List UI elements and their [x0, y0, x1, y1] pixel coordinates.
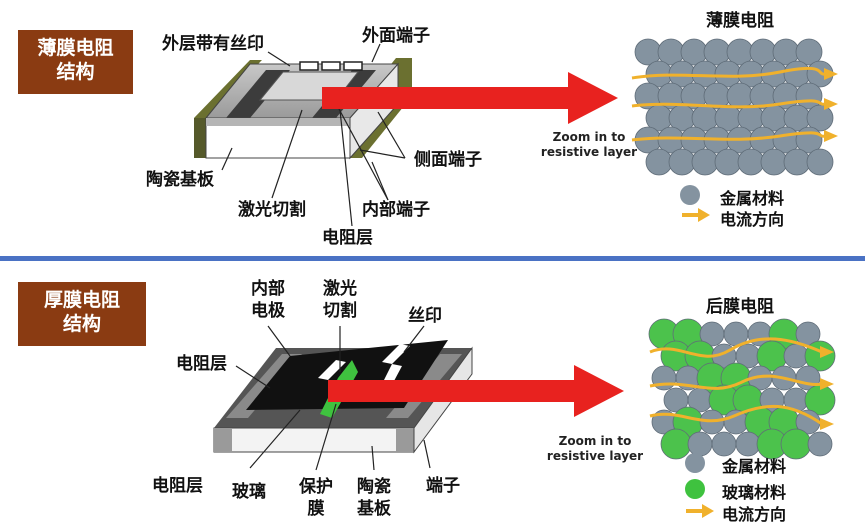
zoom-arrow-thick	[328, 365, 624, 417]
label-thick-ceramic: 陶瓷 基板	[352, 476, 396, 520]
metal-grain	[807, 431, 833, 457]
metal-grain	[645, 148, 673, 176]
label-side-terminal: 侧面端子	[414, 150, 482, 170]
metal-grain	[795, 38, 823, 66]
label-silkprint: 丝印	[408, 306, 442, 326]
label-thick-ceramic-line1: 陶瓷	[357, 477, 391, 497]
thick-legend-current: 电流方向	[722, 505, 787, 524]
label-thick-laser-cut-line2: 切割	[323, 301, 357, 321]
thick-film-tag-line2: 结构	[62, 313, 101, 335]
label-ceramic-substrate: 陶瓷基板	[146, 170, 214, 190]
thin-film-leader-lines	[221, 43, 406, 227]
thick-zoom-line1: Zoom in to	[558, 434, 632, 448]
label-inner-electrode-line2: 电极	[251, 301, 285, 321]
label-resistor-layer-top: 电阻层	[176, 354, 227, 374]
thin-legend-metal-swatch	[680, 185, 700, 205]
thick-micro-title: 后膜电阻	[706, 297, 774, 317]
metal-grain	[783, 148, 811, 176]
metal-grain	[760, 148, 788, 176]
metal-grain	[806, 104, 834, 132]
thick-legend-glass: 玻璃材料	[722, 483, 787, 502]
thick-film-microstructure	[648, 318, 836, 460]
thin-film-tag-line2: 结构	[56, 61, 95, 83]
label-thick-ceramic-line2: 基板	[357, 499, 391, 519]
thick-legend-metal: 金属材料	[722, 457, 787, 476]
thick-film-tag-line1: 厚膜电阻	[43, 289, 120, 311]
glass-grain	[660, 428, 692, 460]
thin-zoom-caption: Zoom in to resistive layer	[540, 130, 638, 160]
label-thick-laser-cut: 激光 切割	[318, 278, 362, 322]
label-protective-film-line2: 膜	[307, 499, 325, 519]
thin-legend-metal: 金属材料	[720, 189, 785, 208]
label-resistor-layer-bottom: 电阻层	[152, 476, 203, 496]
label-laser-cut: 激光切割	[238, 200, 306, 220]
thick-legend-current-arrow	[686, 504, 714, 518]
label-protective-film-line1: 保护	[299, 477, 333, 497]
metal-grain	[737, 148, 765, 176]
metal-grain	[691, 148, 719, 176]
thin-zoom-line1: Zoom in to	[552, 130, 626, 144]
metal-grain	[783, 343, 809, 369]
metal-grain	[714, 148, 742, 176]
metal-grain	[806, 148, 834, 176]
label-inner-electrode-line1: 内部	[251, 279, 285, 299]
thin-zoom-line2: resistive layer	[540, 145, 638, 159]
thick-zoom-line2: resistive layer	[546, 449, 644, 463]
thick-legend-metal-swatch	[685, 453, 705, 473]
label-protective-film: 保护 膜	[294, 476, 338, 520]
thick-zoom-caption: Zoom in to resistive layer	[546, 434, 644, 464]
metal-grain	[687, 431, 713, 457]
label-outer-print: 外层带有丝印	[162, 34, 264, 54]
label-resistor-layer: 电阻层	[322, 228, 373, 248]
thick-film-leader-lines	[235, 325, 431, 471]
metal-grain	[668, 148, 696, 176]
label-inner-electrode: 内部 电极	[246, 278, 290, 322]
thin-micro-title: 薄膜电阻	[706, 11, 774, 31]
thick-film-tag: 厚膜电阻 结构	[18, 282, 146, 346]
zoom-arrow-thin	[322, 72, 618, 124]
section-divider	[0, 256, 865, 261]
label-thick-laser-cut-line1: 激光	[323, 279, 357, 299]
thin-film-microstructure	[631, 38, 838, 176]
label-terminal: 端子	[426, 476, 460, 496]
thin-legend-current: 电流方向	[720, 210, 785, 229]
label-inner-terminal: 内部端子	[362, 200, 430, 220]
label-glass: 玻璃	[232, 482, 266, 502]
thin-legend-current-arrow	[682, 208, 710, 222]
thin-film-tag: 薄膜电阻 结构	[18, 30, 133, 94]
thick-legend-glass-swatch	[685, 479, 705, 499]
label-outer-terminal: 外面端子	[362, 26, 430, 46]
thin-film-tag-line1: 薄膜电阻	[37, 37, 114, 59]
thin-film-legend	[680, 185, 710, 222]
thick-film-legend	[685, 453, 714, 518]
